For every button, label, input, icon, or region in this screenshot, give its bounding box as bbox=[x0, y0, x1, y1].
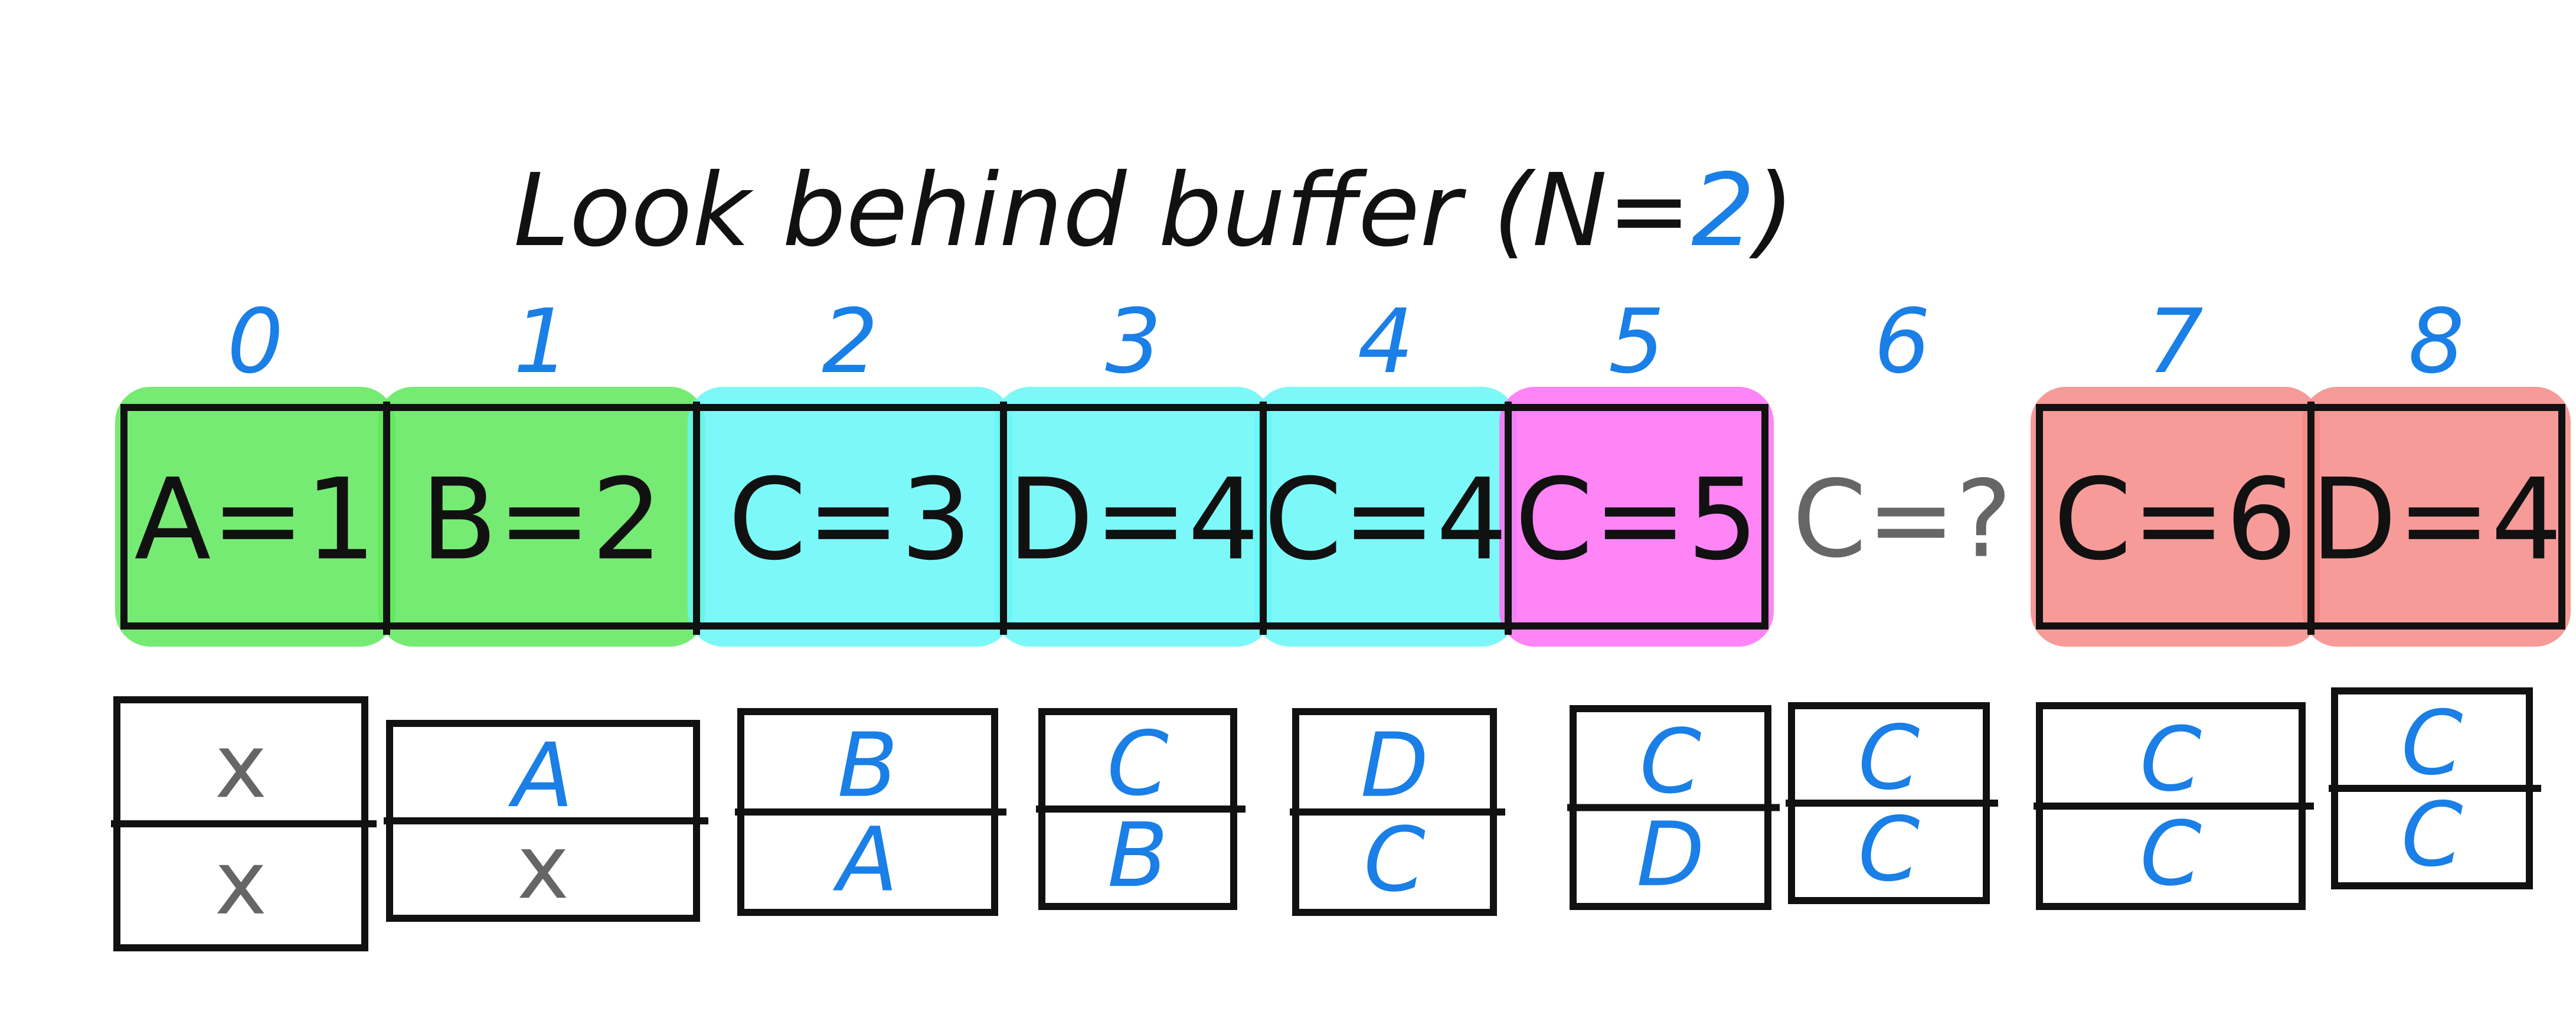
stream-cell-0: A=1 bbox=[134, 455, 376, 585]
index-row: 0 1 2 3 4 5 6 7 8 bbox=[227, 291, 2464, 393]
buffer-1-slot-bottom: x bbox=[517, 816, 570, 919]
buffer-8-slot-top: C bbox=[2401, 692, 2463, 795]
buffer-1-slot-top: A bbox=[508, 725, 574, 827]
stream-index-6: 6 bbox=[1874, 291, 1930, 393]
buffer-2-slot-bottom: A bbox=[833, 809, 898, 912]
stream-index-7: 7 bbox=[2147, 291, 2203, 393]
stream-cell-5: C=5 bbox=[1515, 455, 1758, 585]
stream-box-group-processed bbox=[120, 404, 1768, 630]
stream-cell-6: C=? bbox=[1792, 458, 2012, 582]
stream-index-1: 1 bbox=[514, 291, 570, 393]
stream-index-0: 0 bbox=[227, 291, 283, 393]
buffer-4-slot-bottom: C bbox=[1364, 809, 1426, 912]
title-suffix: ) bbox=[1748, 152, 1794, 269]
stream-cell-7: C=6 bbox=[2054, 455, 2297, 585]
buffer-6-slot-bottom: C bbox=[1858, 798, 1920, 901]
stream-index-2: 2 bbox=[822, 291, 878, 393]
buffer-8-slot-bottom: C bbox=[2401, 784, 2463, 886]
title-prefix: Look behind buffer (N= bbox=[514, 152, 1691, 269]
stream-index-5: 5 bbox=[1609, 291, 1665, 393]
buffer-0-slot-top: x bbox=[215, 715, 267, 818]
buffer-7-slot-bottom: C bbox=[2140, 803, 2202, 906]
buffer-6-slot-top: C bbox=[1858, 707, 1920, 810]
buffer-5-slot-bottom: D bbox=[1636, 804, 1705, 906]
buffer-7-slot-top: C bbox=[2140, 709, 2202, 811]
highlight-cyan-2 bbox=[688, 387, 1012, 647]
stream-cell-3: D=4 bbox=[1008, 455, 1259, 585]
stream-cell-1: B=2 bbox=[420, 455, 662, 585]
stream-index-4: 4 bbox=[1358, 291, 1414, 393]
highlight-cyan-4 bbox=[1254, 387, 1517, 647]
highlight-green-0 bbox=[115, 387, 395, 647]
buffer-2-slot-top: B bbox=[838, 715, 898, 817]
buffer-3-slot-bottom: B bbox=[1107, 804, 1168, 907]
stream-cell-4: C=4 bbox=[1264, 455, 1508, 585]
highlight-magenta-5 bbox=[1499, 387, 1774, 647]
stream-index-8: 8 bbox=[2408, 291, 2464, 393]
stream-cell-2: C=3 bbox=[728, 455, 972, 585]
title-n-value: 2 bbox=[1691, 152, 1755, 269]
highlight-red-8 bbox=[2302, 387, 2571, 647]
buffer-4-slot-top: D bbox=[1361, 715, 1429, 817]
highlight-layer bbox=[115, 387, 2571, 647]
buffer-3-slot-top: C bbox=[1107, 713, 1169, 816]
highlight-green-1 bbox=[378, 387, 705, 647]
diagram-title: Look behind buffer (N=2) bbox=[514, 152, 1794, 269]
stream-index-3: 3 bbox=[1105, 291, 1161, 393]
highlight-red-7 bbox=[2031, 387, 2320, 647]
highlight-cyan-3 bbox=[995, 387, 1272, 647]
stream-box-group-future bbox=[2036, 404, 2565, 630]
buffer-0-slot-bottom: x bbox=[215, 832, 267, 935]
stream-cell-8: D=4 bbox=[2310, 455, 2562, 585]
buffer-5-slot-top: C bbox=[1640, 710, 1702, 813]
